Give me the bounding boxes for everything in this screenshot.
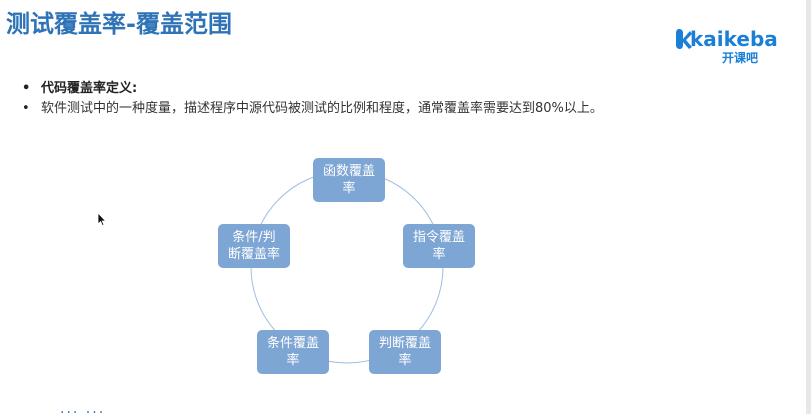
node-condition-decision-coverage-line1: 条件/判 <box>232 230 276 245</box>
node-instruction-coverage-line2: 率 <box>432 247 446 262</box>
node-function-coverage: 函数覆盖 率 <box>313 158 385 202</box>
definition-bullets: 代码覆盖率定义: 软件测试中的一种度量，描述程序中源代码被测试的比例和程度，通常… <box>20 79 800 119</box>
node-instruction-coverage-line1: 指令覆盖 <box>412 230 465 245</box>
logo-word: kaikeba <box>690 27 778 51</box>
node-decision-coverage-line2: 率 <box>398 353 412 368</box>
node-function-coverage-line2: 率 <box>342 181 356 196</box>
next-heading-fragment: ··· ··· <box>60 404 120 414</box>
node-decision-coverage: 判断覆盖 率 <box>369 330 441 374</box>
kaikeba-logo: kaikeba 开课吧 <box>676 27 778 67</box>
logo-mark-icon <box>676 29 692 49</box>
node-condition-coverage: 条件覆盖 率 <box>257 330 329 374</box>
bullet-definition-text: 软件测试中的一种度量，描述程序中源代码被测试的比例和程度，通常覆盖率需要达到80… <box>20 99 800 119</box>
mouse-cursor-icon <box>97 212 107 227</box>
right-edge-divider <box>806 0 811 414</box>
node-condition-coverage-line2: 率 <box>286 353 300 368</box>
node-condition-coverage-line1: 条件覆盖 <box>266 336 319 351</box>
node-decision-coverage-line1: 判断覆盖 <box>378 336 431 351</box>
logo-subtitle: 开课吧 <box>722 51 759 65</box>
next-heading-fragment-text: ··· ··· <box>60 405 106 414</box>
bullet-definition-heading: 代码覆盖率定义: <box>20 79 800 99</box>
slide-title: 测试覆盖率-覆盖范围 <box>6 10 232 38</box>
node-condition-decision-coverage-line2: 断覆盖率 <box>227 247 280 262</box>
node-instruction-coverage: 指令覆盖 率 <box>403 224 475 268</box>
node-condition-decision-coverage: 条件/判 断覆盖率 <box>218 224 290 268</box>
node-function-coverage-line1: 函数覆盖 <box>322 164 375 179</box>
